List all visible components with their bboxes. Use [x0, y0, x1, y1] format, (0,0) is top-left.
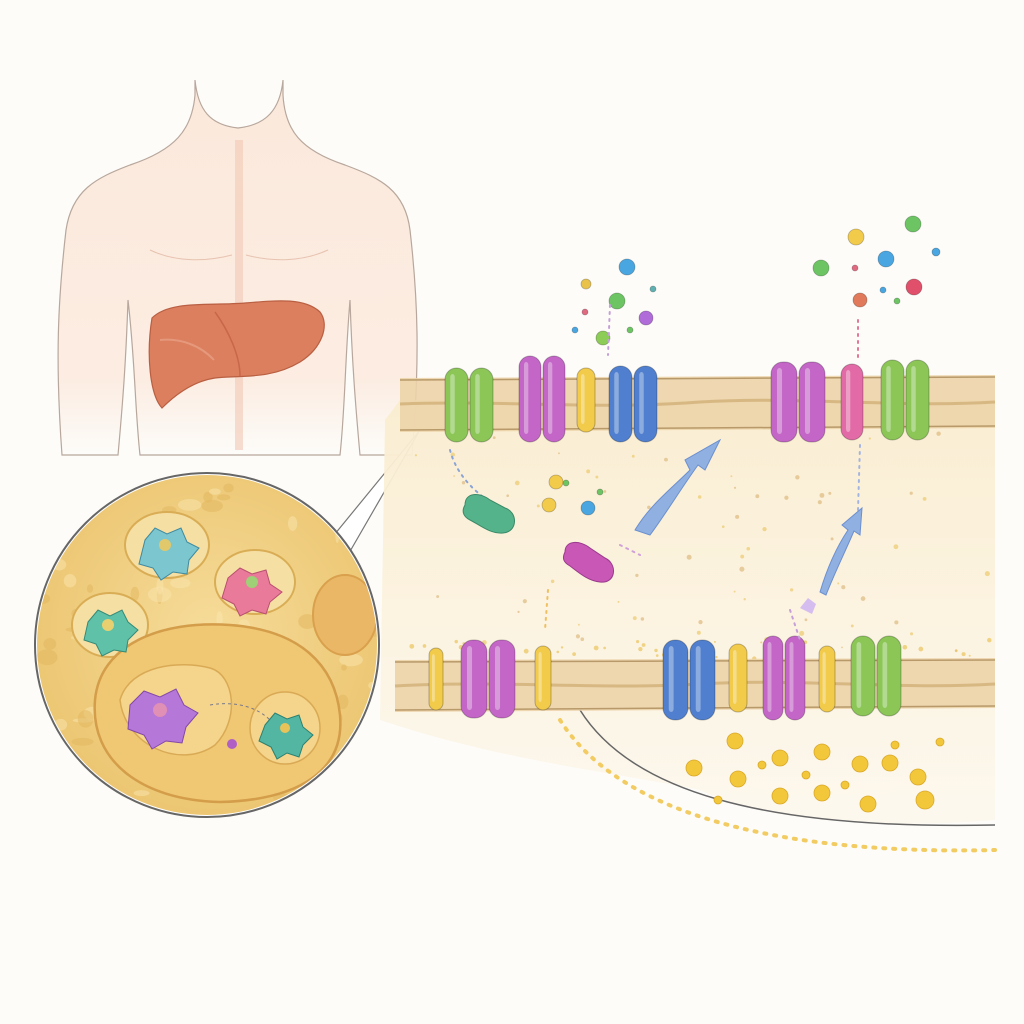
signal-molecules — [541, 215, 941, 516]
signal-molecule — [596, 488, 604, 496]
membrane-protein — [428, 647, 444, 711]
cell-interior — [380, 400, 997, 853]
membrane-protein — [534, 645, 552, 711]
signal-molecule — [905, 278, 923, 296]
membrane-protein — [608, 365, 658, 443]
lipid-granule — [813, 743, 831, 761]
membrane-protein — [840, 363, 864, 441]
lipid-granule — [859, 795, 877, 813]
membrane-protein — [850, 635, 902, 717]
lipid-granule — [915, 790, 935, 810]
lipid-granule — [935, 737, 945, 747]
lipid-granule — [851, 755, 869, 773]
lipid-granule — [909, 768, 927, 786]
lipid-granule — [801, 770, 811, 780]
signal-molecule — [581, 308, 589, 316]
lipid-granule — [881, 754, 899, 772]
lipid-granule — [813, 784, 831, 802]
signal-molecule — [638, 310, 654, 326]
human-torso-icon — [57, 79, 418, 456]
signal-molecule — [879, 286, 887, 294]
lipid-granule — [757, 760, 767, 770]
signal-molecule — [541, 497, 557, 513]
signal-molecule — [877, 250, 895, 268]
lipid-granule — [890, 740, 900, 750]
lipid-granule — [840, 780, 850, 790]
membrane-protein — [762, 635, 806, 721]
membrane-protein — [880, 359, 930, 441]
transport-arrows — [634, 438, 863, 614]
signal-molecule — [931, 247, 941, 257]
lipid-granule — [729, 770, 747, 788]
signal-molecule — [851, 264, 859, 272]
signal-molecule — [852, 292, 868, 308]
lipid-granule — [685, 759, 703, 777]
lipid-granule — [713, 795, 723, 805]
lipid-granule — [771, 749, 789, 767]
signal-molecule — [812, 259, 830, 277]
membrane-proteins — [428, 355, 930, 721]
signal-molecule — [904, 215, 922, 233]
signal-molecule — [580, 278, 592, 290]
membrane-protein — [818, 645, 836, 713]
membrane-protein — [728, 643, 748, 713]
membrane-protein — [518, 355, 566, 443]
membrane-protein — [460, 639, 516, 719]
signal-molecule — [548, 474, 564, 490]
membrane-protein — [662, 639, 716, 721]
signal-molecule — [847, 228, 865, 246]
signal-molecule — [595, 330, 611, 346]
signal-molecule — [626, 326, 634, 334]
membrane-protein — [770, 361, 826, 443]
lipid-granule — [771, 787, 789, 805]
membrane-protein — [576, 367, 596, 433]
membrane-protein — [444, 367, 494, 443]
lipid-granules — [685, 732, 945, 813]
signal-molecule — [571, 326, 579, 334]
signal-molecule — [893, 297, 901, 305]
signal-molecule — [562, 479, 570, 487]
signal-molecule — [649, 285, 657, 293]
liver-icon — [148, 300, 325, 409]
signal-molecule — [580, 500, 596, 516]
lipid-granule — [726, 732, 744, 750]
cell-nucleus-icon — [83, 527, 314, 760]
signal-molecule — [608, 292, 626, 310]
magnifier-circle-icon — [34, 472, 380, 818]
signal-molecule — [618, 258, 636, 276]
vesicles — [462, 494, 614, 583]
